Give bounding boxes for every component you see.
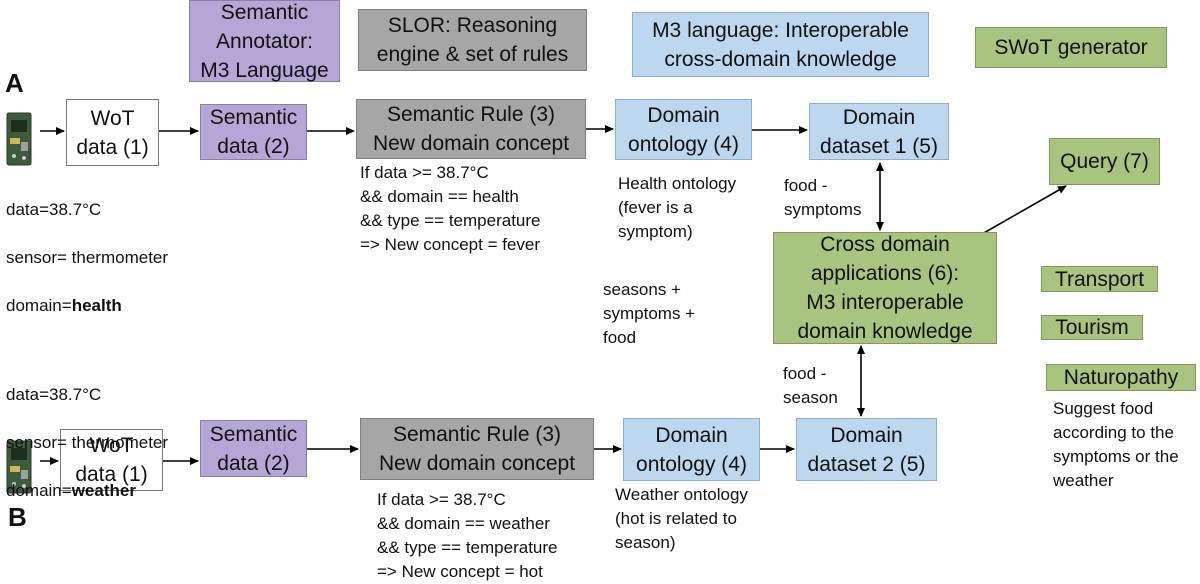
m3-language-legend: M3 language: Interoperable cross-domain … (632, 12, 929, 77)
semantic-data-b: Semantic data (2) (200, 420, 307, 477)
slor-legend: SLOR: Reasoning engine & set of rules (358, 9, 587, 71)
transport-app: Transport (1041, 266, 1158, 292)
link-label-food-symptoms: food - symptoms (784, 176, 862, 219)
sensor-info-a: data=38.7°C sensor= thermometer domain=h… (6, 174, 168, 342)
domain-prefix-a: domain= (6, 296, 72, 315)
rule-text-a: If data >= 38.7°C && domain == health &&… (360, 163, 541, 254)
domain-prefix-b: domain= (6, 481, 72, 500)
swot-generator-legend: SWoT generator (975, 27, 1167, 68)
cross-domain-applications: Cross domain applications (6): M3 intero… (773, 232, 997, 344)
rule-text-b: If data >= 38.7°C && domain == weather &… (377, 490, 558, 581)
sensor-device-b-icon (6, 440, 32, 494)
naturopathy-app: Naturopathy (1046, 364, 1196, 391)
semantic-rule-b: Semantic Rule (3) New domain concept (360, 418, 594, 480)
sensor-type-a: sensor= thermometer (6, 248, 169, 267)
domain-ontology-a: Domain ontology (4) (615, 99, 752, 160)
query-box: Query (7) (1049, 138, 1160, 185)
wot-data-a: WoT data (1) (66, 99, 159, 166)
sensor-domain-b: domain=weather (6, 479, 168, 503)
domain-dataset-2: Domain dataset 2 (5) (796, 418, 937, 481)
semantic-rule-a: Semantic Rule (3) New domain concept (356, 99, 586, 159)
tourism-app: Tourism (1041, 315, 1143, 340)
ontology-text-a: Health ontology (fever is a symptom) (618, 174, 737, 241)
sensor-info-b: data=38.7°C sensor= thermometer domain=w… (6, 359, 168, 527)
sensor-type-b: sensor= thermometer (6, 433, 169, 452)
semantic-data-a: Semantic data (2) (200, 104, 307, 160)
domain-ontology-b: Domain ontology (4) (623, 418, 760, 481)
domain-value-a: health (71, 296, 122, 315)
sensor-data-value-b: data=38.7°C (6, 385, 102, 404)
middle-note: seasons + symptoms + food (603, 280, 696, 347)
domain-value-b: weather (71, 481, 136, 500)
sensor-device-a-icon (6, 112, 32, 166)
semantic-annotator-legend: Semantic Annotator: M3 Language (189, 0, 340, 82)
wot-data-b: WoT data (1) (60, 429, 163, 491)
arrow-cross-query (981, 185, 1067, 235)
sensor-data-value-a: data=38.7°C (6, 200, 102, 219)
domain-dataset-1: Domain dataset 1 (5) (809, 103, 949, 160)
naturopathy-note: Suggest food according to the symptoms o… (1053, 399, 1179, 490)
sensor-domain-a: domain=health (6, 294, 168, 318)
row-a-label: A (5, 68, 24, 98)
row-b-label: B (8, 502, 27, 532)
link-label-food-season: food - season (783, 364, 838, 407)
ontology-text-b: Weather ontology (hot is related to seas… (615, 485, 748, 552)
